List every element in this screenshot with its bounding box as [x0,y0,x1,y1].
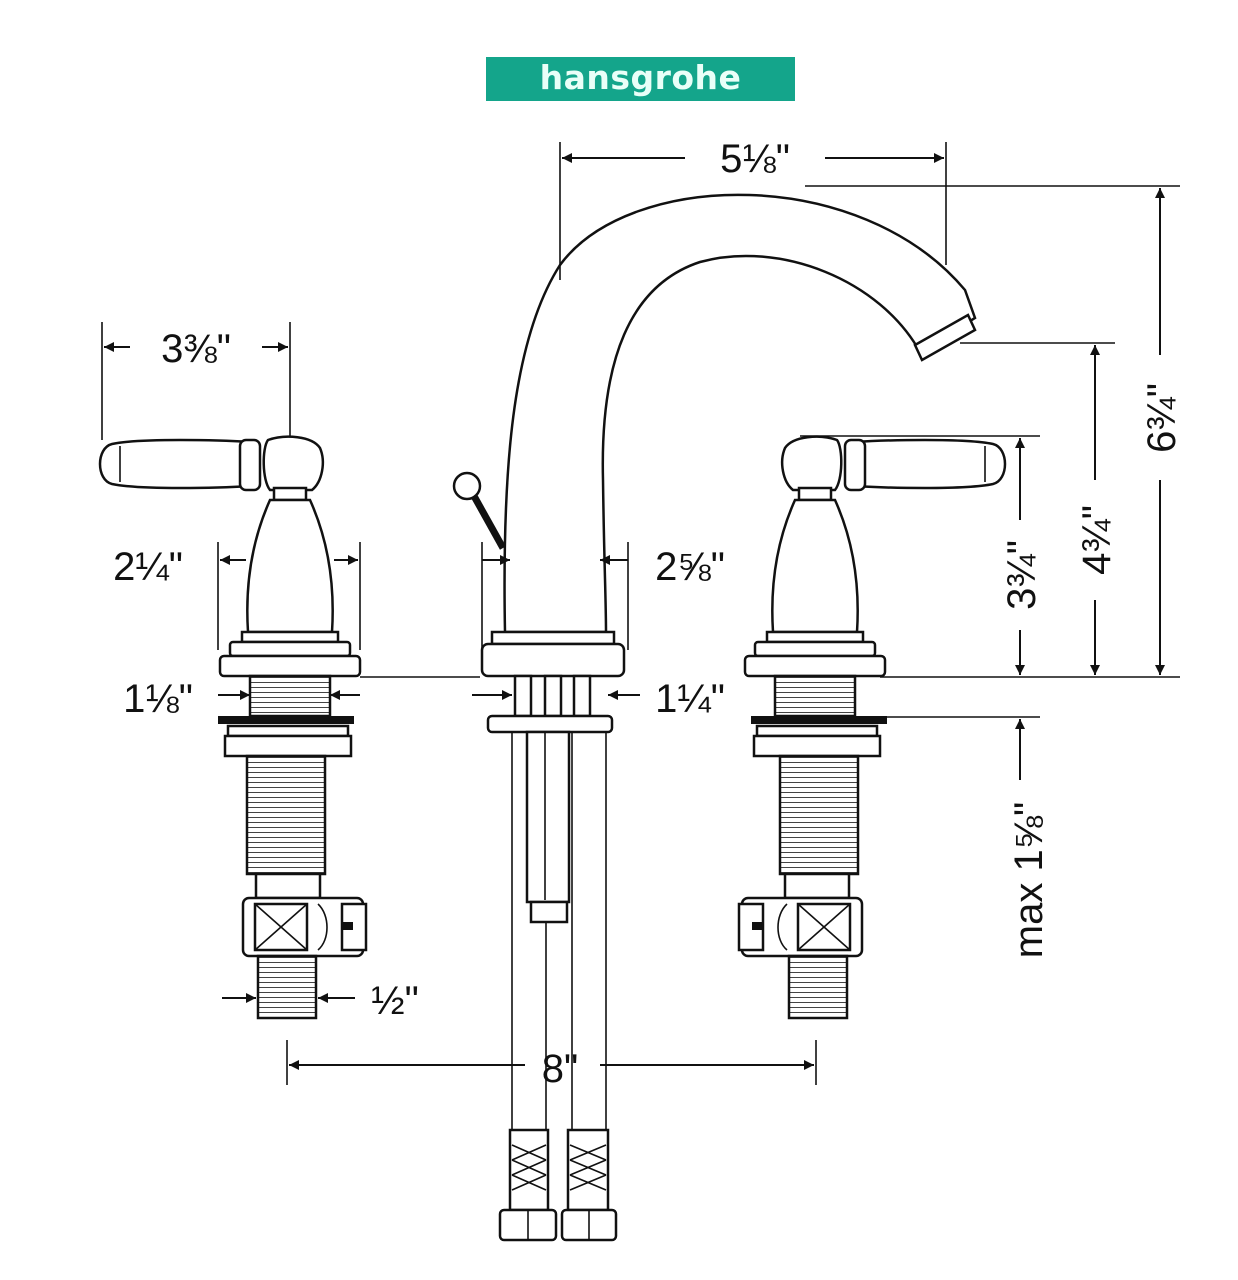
spout-reach-label: 5⅛" [720,137,790,181]
spout-drawing [452,193,977,1242]
max-deck-thickness-label: max 1⅝" [1007,802,1051,958]
right-valve-drawing [737,435,1007,1020]
dimension-lines [101,142,1180,1085]
valve-body-width-label: 2¼" [113,545,183,589]
connection-size-label: ½" [371,979,419,1023]
hansgrohe-logo: hansgrohe [486,57,795,101]
spout-hole-diameter-label: 1¼" [655,677,725,721]
handle-height-label: 3¾" [1000,540,1044,610]
center-spread-label: 8" [542,1047,578,1091]
handle-length-label: 3⅜" [161,327,231,371]
total-height-label: 6¾" [1140,383,1184,453]
left-valve-drawing [98,435,368,1020]
spout-base-width-label: 2⅝" [655,545,725,589]
valve-hole-diameter-label: 1⅛" [123,677,193,721]
spout-outlet-height-label: 4¾" [1075,505,1119,575]
